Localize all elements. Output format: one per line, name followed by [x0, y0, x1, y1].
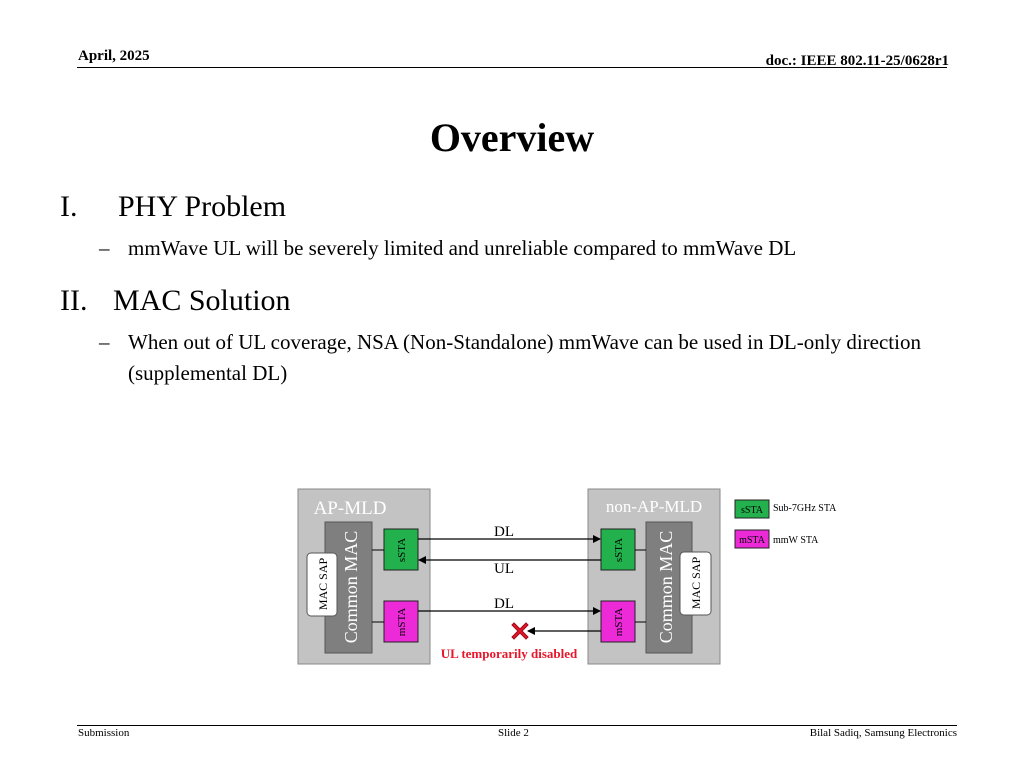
- section-2-bullet-text: When out of UL coverage, NSA (Non-Standa…: [128, 330, 921, 385]
- link-label-dl-bottom: DL: [494, 596, 514, 612]
- footer-author: Bilal Sadiq, Samsung Electronics: [809, 727, 957, 739]
- ap-mac-sap-box: [306, 552, 338, 617]
- ap-mld-label: AP-MLD: [314, 498, 387, 519]
- non-ap-common-mac-label: Common MAC: [656, 531, 676, 644]
- bullet-dash: –: [99, 330, 110, 354]
- non-ap-mld-label: non-AP-MLD: [606, 497, 702, 516]
- legend-ssta-label: sSTA: [741, 505, 764, 516]
- ap-mac-sap-label: MAC SAP: [316, 558, 330, 611]
- legend-ssta-desc: Sub-7GHz STA: [773, 503, 837, 514]
- ul-disabled-label: UL temporarily disabled: [441, 646, 578, 661]
- section-1-title: PHY Problem: [118, 190, 287, 223]
- section-1-heading: I. PHY Problem: [60, 190, 286, 224]
- bullet-dash: –: [99, 236, 110, 260]
- ap-msta-box: [383, 600, 419, 643]
- non-ap-mac-sap-label: MAC SAP: [689, 557, 703, 610]
- section-2-number: II.: [60, 284, 88, 317]
- header-doc-id: doc.: IEEE 802.11-25/0628r1: [765, 53, 949, 69]
- non-ap-ssta-label: sSTA: [613, 538, 625, 562]
- ap-common-mac-label: Common MAC: [341, 531, 361, 644]
- footer-slide-number: Slide 2: [498, 727, 529, 739]
- footer-divider: [77, 725, 957, 726]
- legend-msta-swatch: [734, 529, 770, 549]
- footer-left: Submission: [78, 727, 130, 739]
- ap-msta-label: mSTA: [396, 608, 408, 637]
- section-1-bullet: – mmWave UL will be severely limited and…: [99, 233, 969, 264]
- legend-msta-desc: mmW STA: [773, 535, 819, 546]
- legend-msta-label: mSTA: [739, 535, 766, 546]
- header-date: April, 2025: [78, 48, 150, 64]
- mld-link-diagram: AP-MLD Common MAC MAC SAP sSTA mSTA non-…: [297, 488, 837, 665]
- legend-ssta-swatch: [734, 499, 770, 519]
- ap-ssta-label: sSTA: [396, 538, 408, 562]
- section-1-bullet-text: mmWave UL will be severely limited and u…: [128, 236, 797, 260]
- section-2-title: MAC Solution: [113, 284, 291, 317]
- link-label-ul: UL: [494, 561, 514, 577]
- non-ap-ssta-box: [600, 528, 636, 571]
- link-label-dl-top: DL: [494, 524, 514, 540]
- non-ap-msta-label: mSTA: [613, 608, 625, 637]
- disabled-x-icon: [511, 622, 529, 640]
- section-2-heading: II. MAC Solution: [60, 284, 291, 318]
- non-ap-msta-box: [600, 600, 636, 643]
- header-divider: [77, 67, 947, 68]
- section-2-bullet: – When out of UL coverage, NSA (Non-Stan…: [99, 327, 969, 389]
- non-ap-mac-sap-box: [679, 551, 712, 616]
- section-1-number: I.: [60, 190, 78, 223]
- slide-title: Overview: [429, 115, 595, 160]
